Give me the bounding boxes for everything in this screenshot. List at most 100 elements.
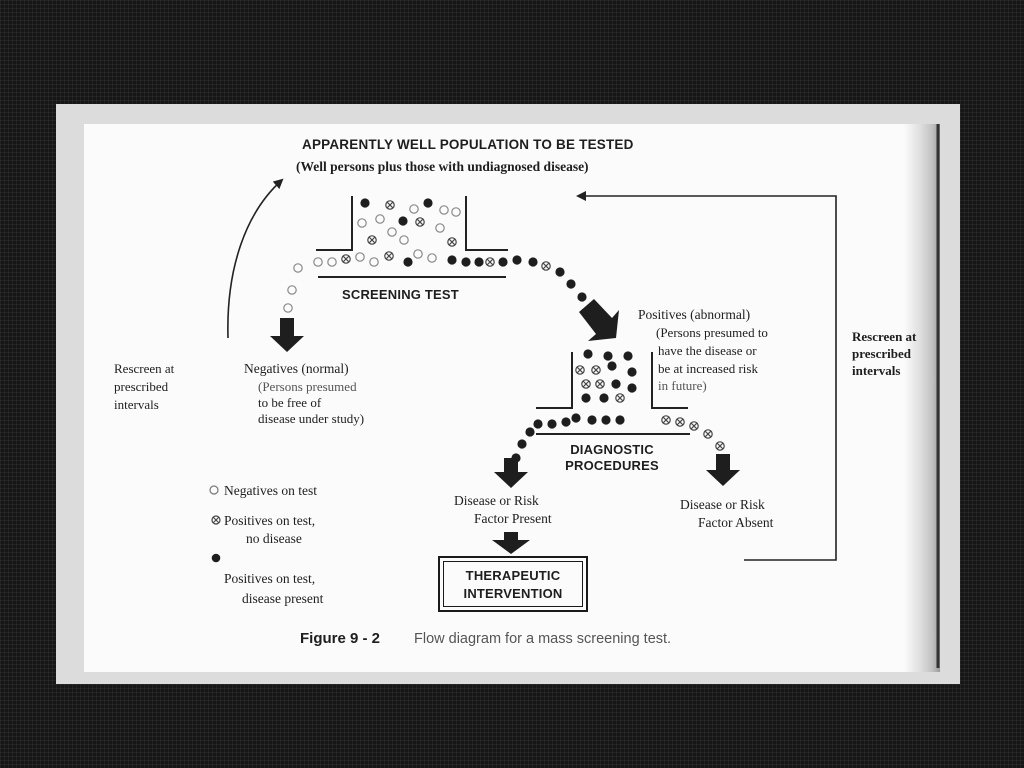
positive-disease-dot	[601, 415, 611, 425]
positive-disease-dot	[533, 419, 543, 429]
rescreen-right-2: prescribed	[852, 346, 911, 361]
legend-negatives: Negatives on test	[224, 483, 317, 498]
legend-pos-disease-1: Positives on test,	[224, 571, 316, 586]
down-arrow-positives	[579, 299, 619, 341]
down-arrow-therapy	[492, 532, 530, 554]
positive-disease-dot	[517, 439, 527, 449]
positive-disease-dot	[528, 257, 538, 267]
legend-pos-disease-2: disease present	[242, 591, 324, 606]
legend-symbols	[209, 485, 221, 563]
rescreen-left-2: prescribed	[114, 379, 169, 394]
rescreen-left-arrow	[227, 178, 284, 339]
positive-no-disease-dot	[689, 421, 699, 431]
therapeutic-intervention-box: THERAPEUTIC INTERVENTION	[438, 556, 588, 612]
positive-disease-dot	[566, 279, 576, 289]
rescreen-left-1: Rescreen at	[114, 361, 175, 376]
disease-absent-2: Factor Absent	[698, 515, 774, 530]
positive-disease-dot	[577, 292, 587, 302]
negative-dot	[283, 303, 293, 313]
positive-no-disease-dot	[595, 379, 605, 389]
positive-disease-dot	[511, 453, 521, 463]
positive-disease-dot	[627, 367, 637, 377]
diagnostic-label-1: DIAGNOSTIC	[570, 442, 654, 457]
positive-disease-dot	[555, 267, 565, 277]
positive-disease-dot	[583, 349, 593, 359]
positive-no-disease-dot	[715, 441, 725, 451]
rescreen-right-3: intervals	[852, 363, 901, 378]
down-arrow-disease-absent	[706, 454, 740, 486]
negative-dot	[357, 218, 367, 228]
positive-no-disease-dot	[591, 365, 601, 375]
disease-absent-1: Disease or Risk	[680, 497, 765, 512]
negative-dot	[287, 285, 297, 295]
negative-dot	[413, 249, 423, 259]
positive-disease-dot	[627, 383, 637, 393]
positive-no-disease-dot	[415, 217, 425, 227]
population-title: APPARENTLY WELL POPULATION TO BE TESTED	[302, 137, 634, 152]
negative-dot	[293, 263, 303, 273]
negative-dot	[435, 223, 445, 233]
positive-disease-dot	[447, 255, 457, 265]
positive-no-disease-dot	[581, 379, 591, 389]
positive-disease-dot	[498, 257, 508, 267]
figure-caption: Flow diagram for a mass screening test.	[414, 631, 672, 647]
positive-no-disease-dot	[541, 261, 551, 271]
positive-disease-dot	[561, 417, 571, 427]
positive-no-disease-dot	[384, 251, 394, 261]
positive-disease-dot	[423, 198, 433, 208]
negative-dot	[451, 207, 461, 217]
positives-desc-1: (Persons presumed to	[656, 325, 768, 340]
negative-dot	[375, 214, 385, 224]
positive-no-disease-dot	[615, 393, 625, 403]
rescreen-right-loop	[576, 191, 837, 561]
diagnostic-label-2: PROCEDURES	[565, 458, 659, 473]
negative-dot	[355, 252, 365, 262]
positives-label: Positives (abnormal)	[638, 307, 751, 322]
positive-disease-dot	[611, 379, 621, 389]
positive-disease-dot	[615, 415, 625, 425]
positive-disease-dot	[398, 216, 408, 226]
positive-disease-dot	[607, 361, 617, 371]
disease-present-2: Factor Present	[474, 511, 552, 526]
positive-disease-dot	[474, 257, 484, 267]
legend-filled-circle-icon	[211, 553, 221, 563]
legend-open-circle-icon	[209, 485, 219, 495]
population-subtitle: (Well persons plus those with undiagnose…	[296, 159, 589, 174]
negative-dot	[387, 227, 397, 237]
positive-disease-dot	[603, 351, 613, 361]
positive-no-disease-dot	[341, 254, 351, 264]
negative-dot	[399, 235, 409, 245]
figure-label: Figure 9 - 2	[300, 630, 381, 647]
positive-no-disease-dot	[367, 235, 377, 245]
positive-disease-dot	[461, 257, 471, 267]
legend-pos-no-disease-1: Positives on test,	[224, 513, 316, 528]
positive-disease-dot	[623, 351, 633, 361]
screening-funnel	[316, 196, 508, 278]
negative-dot	[369, 257, 379, 267]
therapy-label-2: INTERVENTION	[463, 586, 563, 601]
legend-crossed-circle-icon	[211, 515, 221, 525]
population-dots	[283, 198, 725, 463]
negative-dot	[439, 205, 449, 215]
positive-disease-dot	[547, 419, 557, 429]
negatives-desc-1: (Persons presumed	[258, 379, 357, 394]
positives-desc-4: in future)	[658, 378, 707, 393]
rescreen-right-1: Rescreen at	[852, 329, 917, 344]
positive-disease-dot	[571, 413, 581, 423]
positive-no-disease-dot	[385, 200, 395, 210]
down-arrow-disease-present	[494, 458, 528, 488]
positives-desc-2: have the disease or	[658, 343, 757, 358]
rescreen-left-3: intervals	[114, 397, 159, 412]
positive-no-disease-dot	[703, 429, 713, 439]
negatives-desc-3: disease under study)	[258, 411, 365, 426]
positives-desc-3: be at increased risk	[658, 361, 758, 376]
negatives-label: Negatives (normal)	[244, 361, 349, 376]
positive-no-disease-dot	[485, 257, 495, 267]
negative-dot	[409, 204, 419, 214]
therapy-label-1: THERAPEUTIC	[465, 568, 561, 583]
positive-disease-dot	[512, 255, 522, 265]
negative-dot	[327, 257, 337, 267]
screening-test-label: SCREENING TEST	[342, 287, 459, 302]
positive-disease-dot	[599, 393, 609, 403]
